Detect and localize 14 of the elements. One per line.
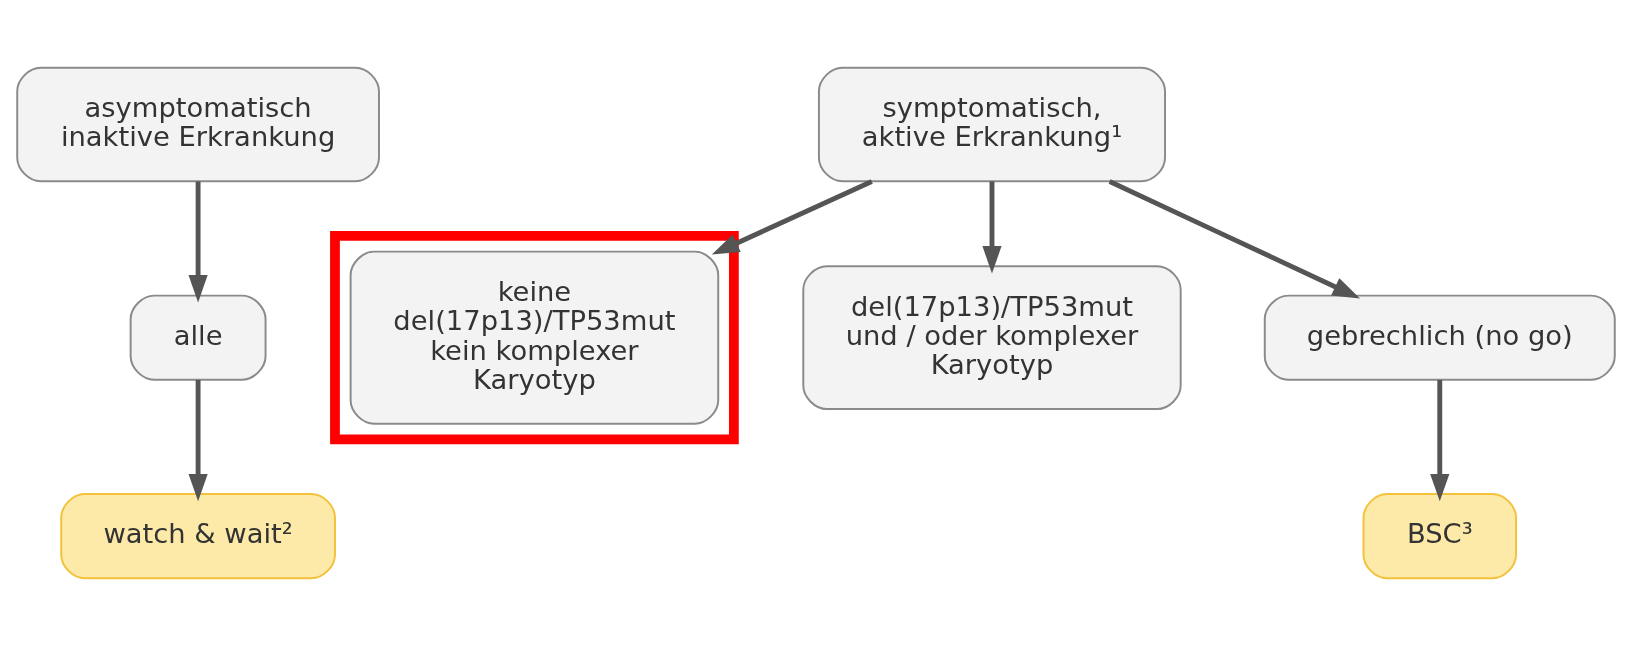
node-box: asymptomatisch inaktive Erkrankung xyxy=(16,66,380,182)
arrow xyxy=(982,180,1002,273)
arrow xyxy=(1430,379,1450,501)
node-box: alle xyxy=(129,294,267,381)
node-box: gebrechlich (no go) xyxy=(1263,294,1616,381)
node-box: BSC³ xyxy=(1362,492,1517,579)
arrow xyxy=(188,180,208,302)
node-box: symptomatisch, aktive Erkrankung¹ xyxy=(817,66,1166,182)
arrow xyxy=(188,379,208,501)
node-box: keine del(17p13)/TP53mut kein komplexer Karyotyp xyxy=(349,250,720,425)
arrow xyxy=(1108,178,1361,298)
node-box: watch & wait² xyxy=(60,492,336,579)
node-box: del(17p13)/TP53mut und / oder komplexer Karyotyp xyxy=(802,264,1182,410)
arrow xyxy=(711,178,873,255)
